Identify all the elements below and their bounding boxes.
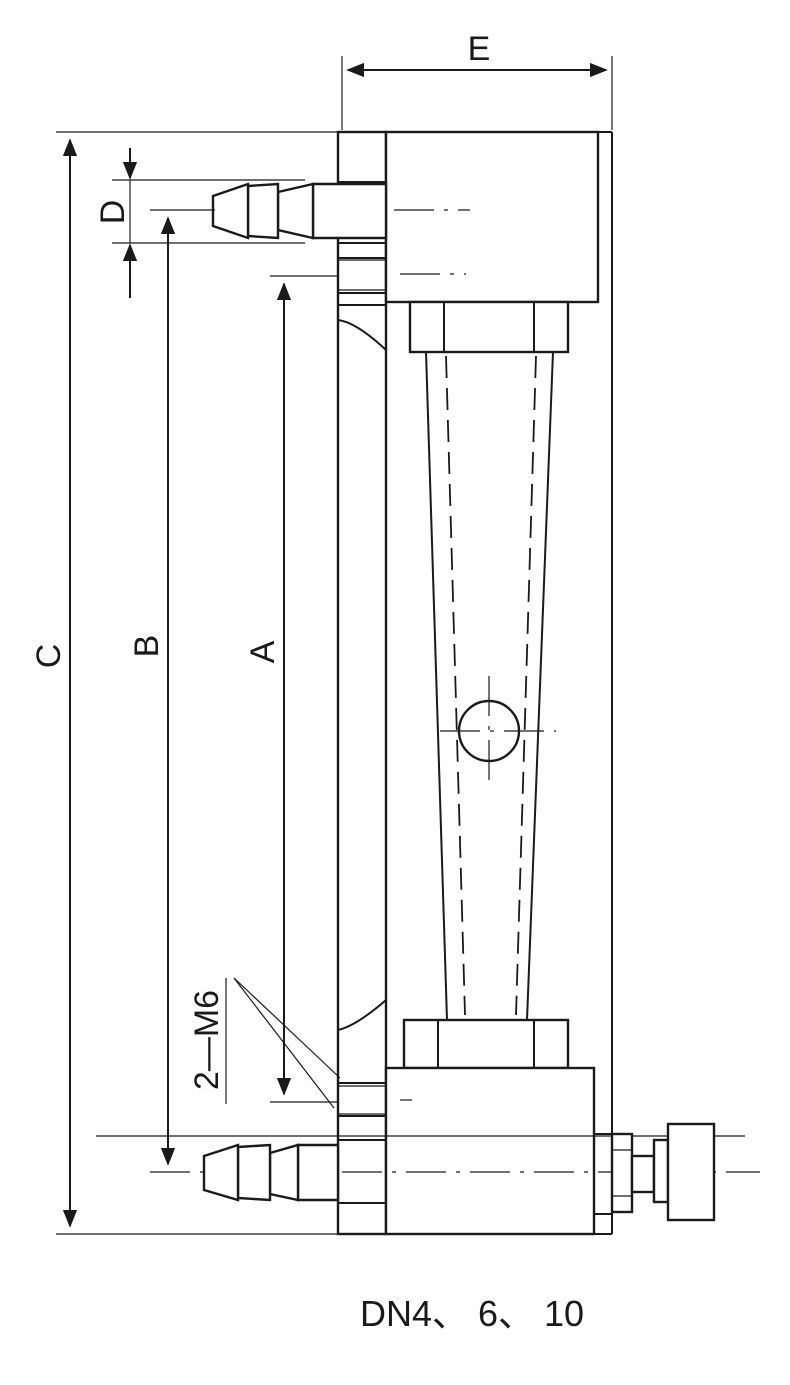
thread-callout-label: 2—M6 [188, 990, 226, 1090]
dimension-label-b: B [128, 635, 166, 658]
dimension-label-d: D [94, 200, 132, 225]
thread-callout: 2—M6 [188, 977, 341, 1109]
dimension-label-e: E [468, 30, 491, 68]
dimension-c: C [30, 138, 78, 1228]
dimension-a: A [244, 282, 292, 1096]
dimension-d: D [94, 148, 138, 298]
bottom-hex-nut [402, 1018, 570, 1070]
top-hex-nut [408, 300, 570, 354]
dimension-e: E [346, 30, 608, 78]
top-block [330, 130, 600, 304]
float-ball [440, 676, 556, 786]
mounting-plate [336, 130, 388, 1236]
dimension-b: B [128, 216, 176, 1166]
model-caption: DN4、 6、 10 [360, 1293, 584, 1334]
bottom-hose-barb [202, 1143, 340, 1202]
dimension-label-c: C [30, 644, 68, 669]
extension-lines [56, 56, 613, 1235]
tapered-tube [425, 351, 554, 1021]
needle-valve [593, 1122, 716, 1222]
dimension-label-a: A [244, 640, 282, 663]
top-hose-barb [211, 182, 388, 240]
